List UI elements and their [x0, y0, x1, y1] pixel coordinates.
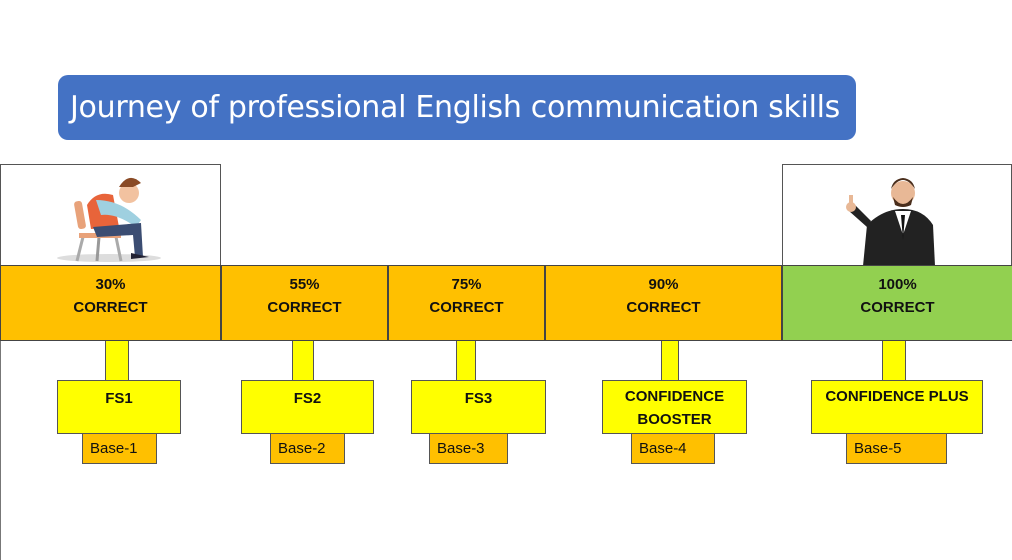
stage-3-connector	[456, 341, 476, 381]
stage-1-connector	[105, 341, 129, 381]
stage-2-score: 55% CORRECT	[221, 265, 388, 341]
stage-1-score: 30% CORRECT	[0, 265, 221, 341]
stage-5-base: Base-5	[846, 433, 947, 464]
stage-1-percent: 30%	[95, 276, 126, 293]
stage-5-program: CONFIDENCE PLUS	[811, 380, 983, 434]
stage-4-base: Base-4	[631, 433, 715, 464]
diagram-title: Journey of professional English communic…	[58, 75, 856, 140]
stage-4-program: CONFIDENCE BOOSTER	[602, 380, 747, 434]
end-image-box	[782, 164, 1012, 266]
stage-4-connector	[661, 341, 679, 381]
stage-3-percent: 75%	[451, 276, 482, 293]
stage-1-label: CORRECT	[73, 299, 148, 316]
stage-5-score: 100% CORRECT	[782, 265, 1012, 341]
stage-4-score: 90% CORRECT	[545, 265, 782, 341]
start-image-box	[0, 164, 221, 265]
stage-3-label: CORRECT	[429, 299, 504, 316]
stage-5-label: CORRECT	[860, 299, 935, 316]
stage-1-base: Base-1	[82, 433, 157, 464]
stage-4-percent: 90%	[648, 276, 679, 293]
stage-3-score: 75% CORRECT	[388, 265, 545, 341]
stage-2-base: Base-2	[270, 433, 345, 464]
stage-2-label: CORRECT	[267, 299, 342, 316]
stage-5-connector	[882, 341, 906, 381]
stage-2-program: FS2	[241, 380, 374, 434]
sad-student-illustration	[57, 177, 161, 262]
stage-5-percent: 100%	[878, 276, 917, 293]
stage-2-connector	[292, 341, 314, 381]
stage-2-percent: 55%	[289, 276, 320, 293]
stage-3-program: FS3	[411, 380, 546, 434]
stage-1-program: FS1	[57, 380, 181, 434]
confident-businessman-illustration	[846, 178, 935, 266]
stage-3-base: Base-3	[429, 433, 508, 464]
left-border-line	[0, 341, 1, 560]
stage-4-label: CORRECT	[626, 299, 701, 316]
